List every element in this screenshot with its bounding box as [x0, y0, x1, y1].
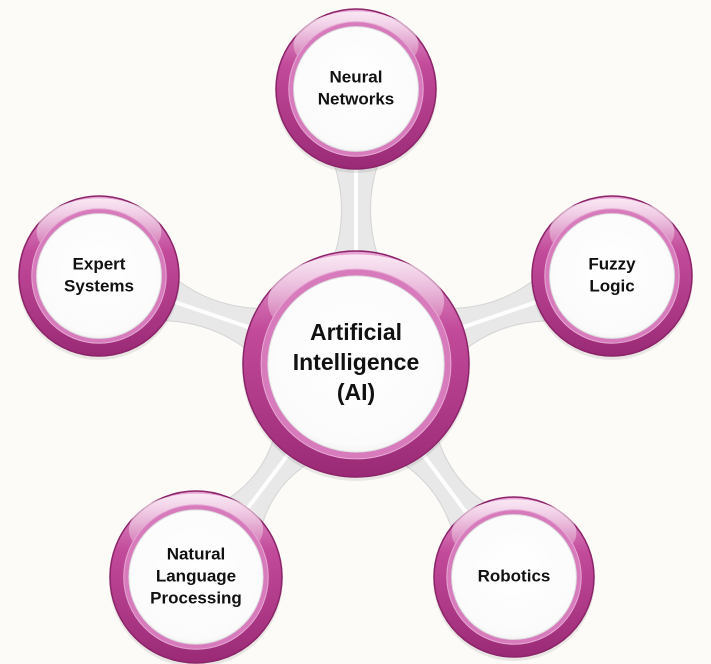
node-center-ai-label-line-1: Artificial [310, 319, 402, 345]
node-natural-language-processing-label-line-1: Natural [167, 544, 226, 563]
node-robotics-label-line-1: Robotics [478, 566, 551, 585]
node-neural-networks-face [293, 26, 419, 152]
node-natural-language-processing-label-line-2: Language [156, 566, 236, 585]
node-neural-networks-label-line-1: Neural [330, 67, 383, 86]
node-fuzzy-logic-face [549, 213, 675, 339]
node-center-ai-label-line-3: (AI) [337, 379, 375, 405]
connector-expert-systems-highlight [168, 298, 256, 332]
node-natural-language-processing-face [128, 509, 264, 645]
node-center-ai-face [267, 275, 445, 453]
connector-fuzzy-logic-highlight [456, 298, 543, 332]
node-robotics-face [451, 514, 577, 640]
node-fuzzy-logic-label-line-2: Logic [589, 276, 634, 295]
node-expert-systems-label-line-1: Expert [73, 254, 126, 273]
node-center-ai-label-line-2: Intelligence [293, 349, 420, 375]
connector-robotics-highlight [418, 448, 472, 519]
node-natural-language-processing-label-line-3: Processing [150, 588, 242, 607]
node-group: NeuralNetworksFuzzyLogicRoboticsNaturalL… [18, 8, 693, 664]
node-robotics: Robotics [433, 496, 595, 661]
node-neural-networks-label-line-2: Networks [318, 89, 395, 108]
node-expert-systems-label-line-2: Systems [64, 276, 134, 295]
node-expert-systems-face [36, 213, 162, 339]
node-fuzzy-logic-label-line-1: Fuzzy [588, 254, 636, 273]
connector-natural-language-processing-highlight [242, 448, 294, 515]
